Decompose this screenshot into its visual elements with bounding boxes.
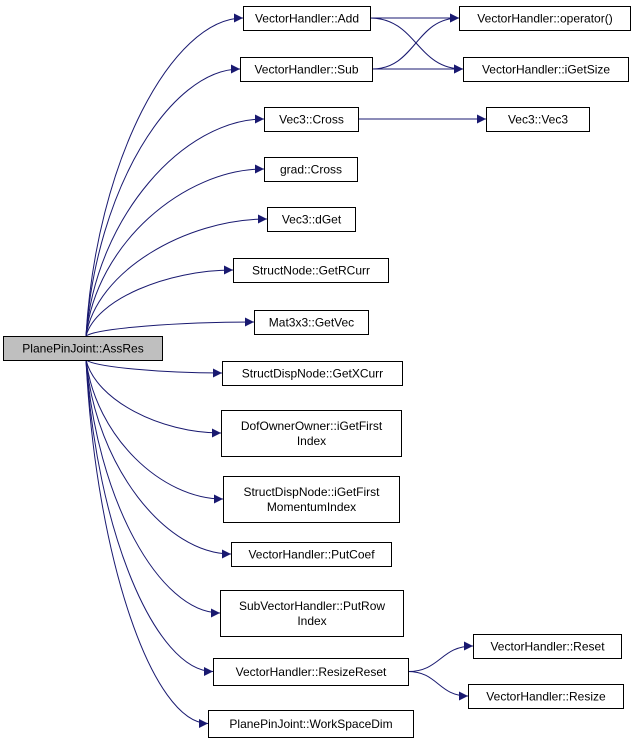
- edge-root-to-vh_sub: [85, 64, 241, 337]
- node-label: SubVectorHandler::PutRow: [239, 599, 385, 613]
- node-grad_cross[interactable]: grad::Cross: [264, 157, 358, 182]
- node-vh_putcoef[interactable]: VectorHandler::PutCoef: [231, 542, 392, 567]
- edge-vh_resizereset-to-vh_reset: [407, 641, 474, 672]
- edge-root-to-vh_add: [85, 13, 244, 337]
- edge-root-to-vec3_dget: [85, 214, 268, 337]
- node-box: [463, 57, 629, 82]
- node-vh_getsize[interactable]: VectorHandler::iGetSize: [463, 57, 629, 82]
- node-label: VectorHandler::ResizeReset: [236, 665, 387, 679]
- edge-root-to-vh_putcoef: [85, 359, 232, 559]
- edge-vh_sub-to-vh_op: [371, 13, 460, 70]
- node-label: MomentumIndex: [267, 500, 356, 514]
- node-box: [264, 107, 359, 132]
- node-label: PlanePinJoint::WorkSpaceDim: [229, 717, 392, 731]
- node-label: VectorHandler::Resize: [486, 690, 606, 704]
- node-ppj_workspacedim[interactable]: PlanePinJoint::WorkSpaceDim: [208, 710, 414, 738]
- node-label: grad::Cross: [280, 163, 342, 177]
- node-label: VectorHandler::operator(): [477, 12, 612, 26]
- node-box: [459, 6, 631, 31]
- node-vh_add[interactable]: VectorHandler::Add: [243, 6, 371, 31]
- node-label: Mat3x3::GetVec: [269, 316, 354, 330]
- node-box: [240, 57, 373, 82]
- node-label: StructNode::GetRCurr: [252, 264, 370, 278]
- node-vh_resize[interactable]: VectorHandler::Resize: [468, 684, 624, 709]
- node-label: VectorHandler::iGetSize: [482, 63, 610, 77]
- node-label: DofOwnerOwner::iGetFirst: [241, 419, 383, 433]
- node-vh_reset[interactable]: VectorHandler::Reset: [473, 634, 622, 659]
- edge-root-to-sn_getrcurr: [85, 265, 234, 337]
- node-label: Vec3::Vec3: [508, 113, 568, 127]
- edge-vh_add-to-vh_getsize: [369, 17, 464, 74]
- node-box: [233, 258, 389, 283]
- edge-root-to-doo_first: [85, 359, 222, 438]
- node-box: [3, 336, 163, 361]
- node-label: PlanePinJoint::AssRes: [22, 342, 143, 356]
- edge-root-to-grad_cross: [85, 164, 265, 337]
- node-box: [267, 207, 356, 232]
- edge-root-to-vh_resizereset: [85, 359, 214, 676]
- node-vec3_vec3[interactable]: Vec3::Vec3: [486, 107, 590, 132]
- node-label: StructDispNode::iGetFirst: [243, 485, 380, 499]
- edge-root-to-ppj_workspacedim: [85, 359, 209, 728]
- edge-root-to-vec3_cross: [85, 114, 265, 337]
- node-box: [231, 542, 392, 567]
- node-label: VectorHandler::PutCoef: [248, 548, 375, 562]
- node-vec3_cross[interactable]: Vec3::Cross: [264, 107, 359, 132]
- node-vh_op[interactable]: VectorHandler::operator(): [459, 6, 631, 31]
- node-root: PlanePinJoint::AssRes: [3, 336, 163, 361]
- node-box: [222, 361, 403, 386]
- node-label: Vec3::Cross: [279, 113, 344, 127]
- node-box: [213, 658, 409, 686]
- edge-vh_resizereset-to-vh_resize: [407, 671, 469, 701]
- edge-root-to-svh_putrow: [85, 359, 221, 618]
- node-box: [473, 634, 622, 659]
- node-box: [486, 107, 590, 132]
- node-box: [223, 476, 400, 523]
- node-box: [221, 410, 402, 457]
- node-label: VectorHandler::Reset: [490, 640, 605, 654]
- node-label: StructDispNode::GetXCurr: [242, 367, 383, 381]
- edge-root-to-sdn_getxcurr: [85, 359, 223, 378]
- node-vh_resizereset[interactable]: VectorHandler::ResizeReset: [213, 658, 409, 686]
- node-label: VectorHandler::Add: [255, 12, 359, 26]
- edge-root-to-sdn_momentum: [85, 359, 224, 504]
- node-vh_sub[interactable]: VectorHandler::Sub: [240, 57, 373, 82]
- node-label: Index: [297, 614, 326, 628]
- node-sn_getrcurr[interactable]: StructNode::GetRCurr: [233, 258, 389, 283]
- node-sdn_getxcurr[interactable]: StructDispNode::GetXCurr: [222, 361, 403, 386]
- edge-root-to-mat_getvec: [85, 317, 255, 337]
- node-mat_getvec[interactable]: Mat3x3::GetVec: [254, 310, 369, 335]
- node-box: [243, 6, 371, 31]
- node-box: [264, 157, 358, 182]
- node-vec3_dget[interactable]: Vec3::dGet: [267, 207, 356, 232]
- node-box: [220, 590, 404, 637]
- node-box: [208, 710, 414, 738]
- node-box: [254, 310, 369, 335]
- node-label: Index: [297, 434, 326, 448]
- node-label: Vec3::dGet: [282, 213, 342, 227]
- node-label: VectorHandler::Sub: [254, 63, 358, 77]
- node-box: [468, 684, 624, 709]
